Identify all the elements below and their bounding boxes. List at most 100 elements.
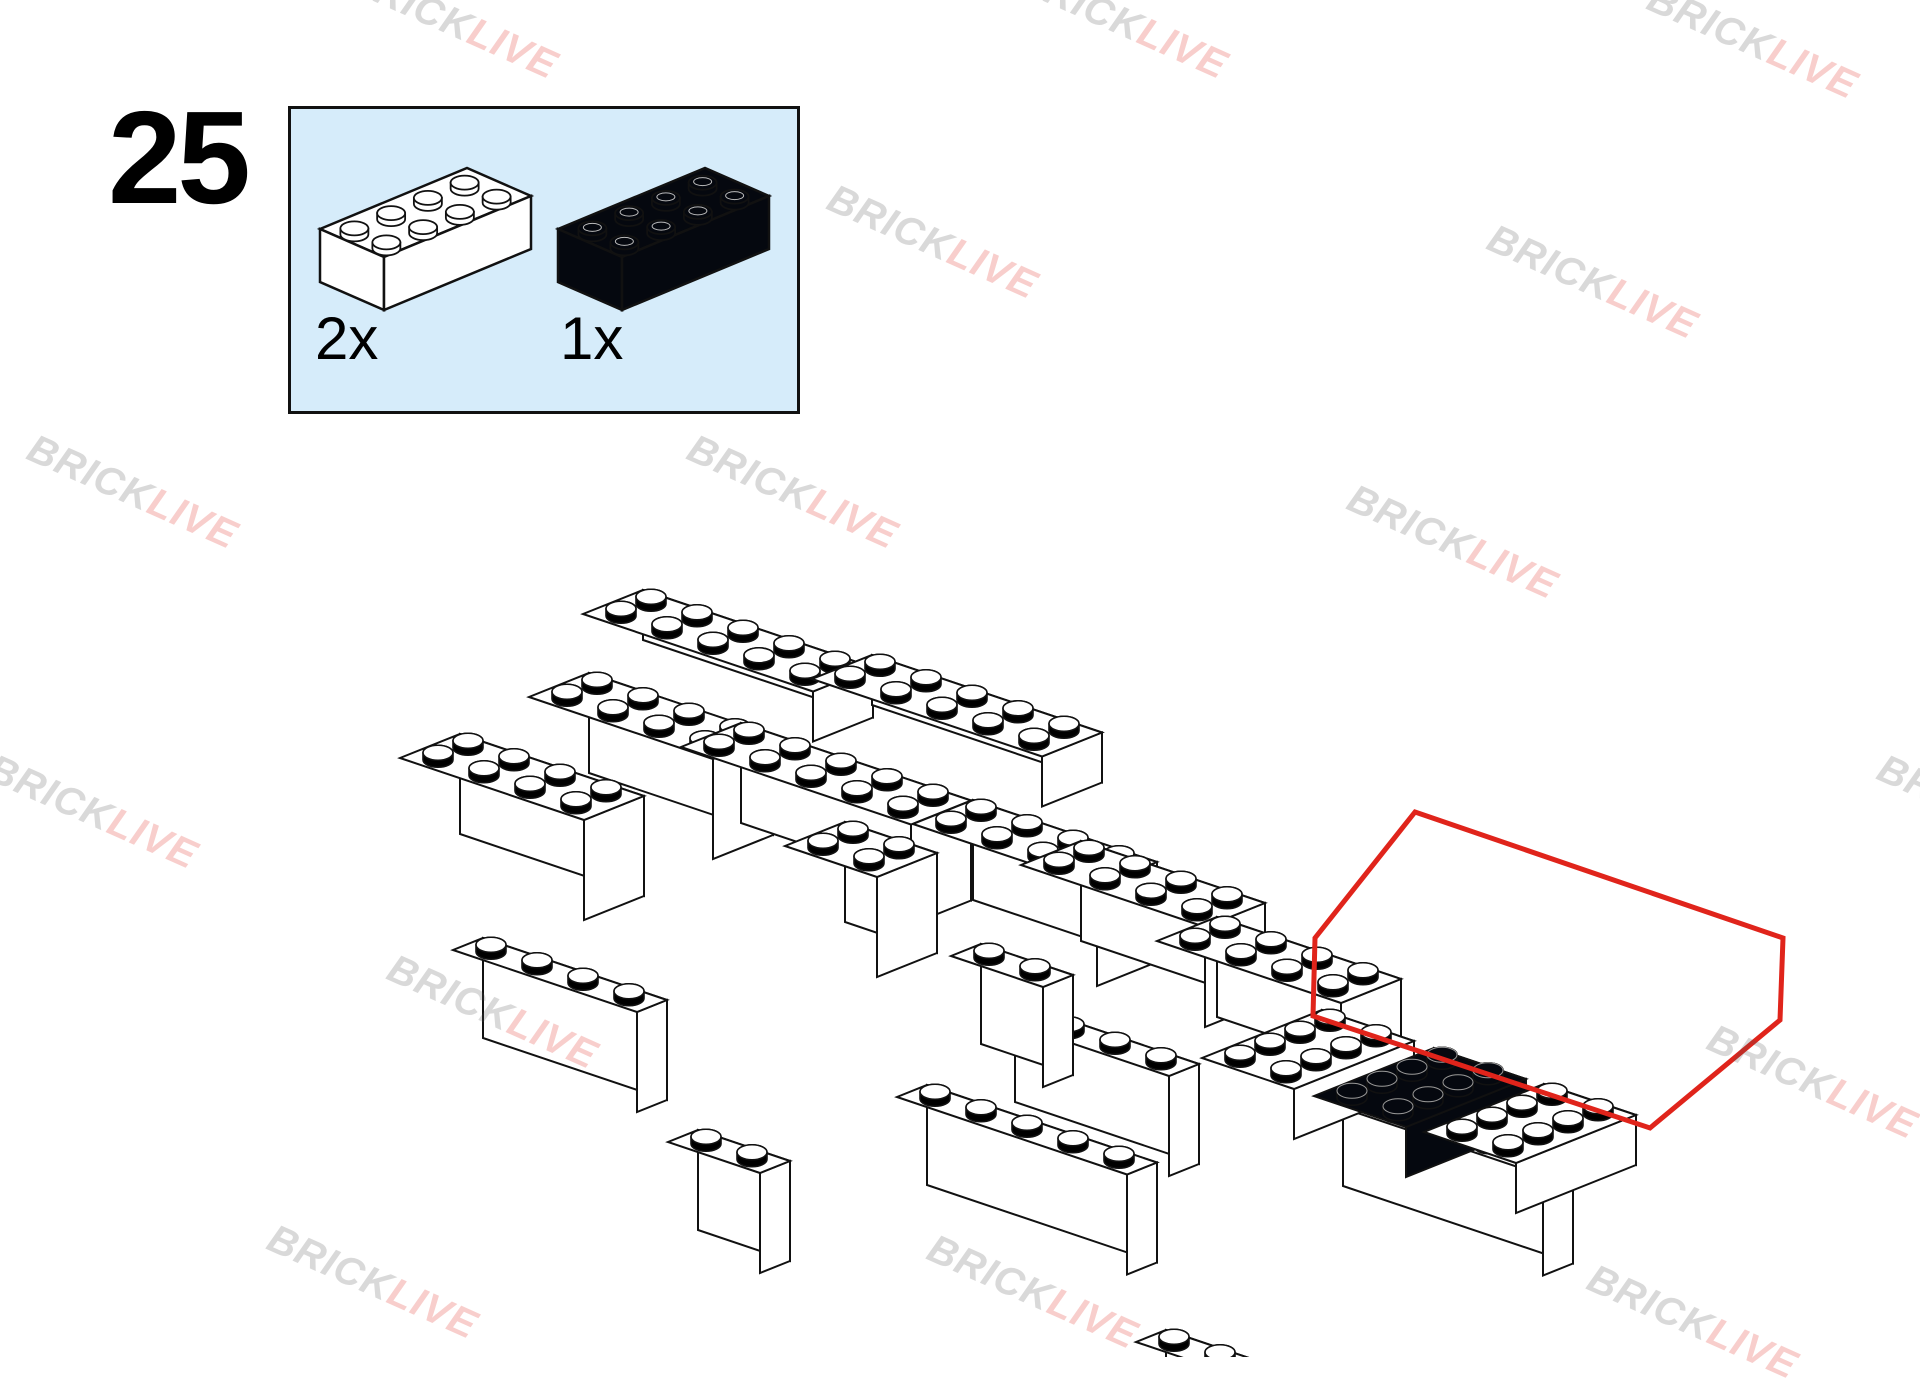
stud bbox=[1002, 699, 1034, 724]
stud bbox=[1271, 958, 1303, 983]
stud bbox=[1011, 1114, 1043, 1139]
stud bbox=[973, 942, 1005, 967]
stud bbox=[736, 1143, 768, 1168]
stud bbox=[577, 220, 608, 243]
stud bbox=[1336, 1082, 1368, 1107]
stud bbox=[1347, 961, 1379, 986]
brick bbox=[580, 588, 876, 743]
stud bbox=[567, 967, 599, 992]
stud bbox=[1204, 1343, 1236, 1357]
stud bbox=[650, 189, 681, 212]
stud bbox=[1412, 1085, 1444, 1110]
stud bbox=[452, 732, 484, 757]
stud bbox=[1254, 1032, 1286, 1057]
stud bbox=[605, 600, 637, 625]
stud bbox=[926, 696, 958, 721]
stud bbox=[919, 1083, 951, 1108]
stud bbox=[864, 653, 896, 678]
stud bbox=[590, 778, 622, 803]
stud bbox=[789, 662, 821, 687]
stud bbox=[673, 702, 705, 727]
new-parts-callout-outline bbox=[1310, 809, 1786, 1131]
stud bbox=[1300, 1047, 1332, 1072]
stud bbox=[795, 764, 827, 789]
stud bbox=[521, 951, 553, 976]
black-2x4-brick-icon bbox=[555, 166, 773, 312]
stud bbox=[825, 752, 857, 777]
stud bbox=[981, 825, 1013, 850]
brick bbox=[894, 1083, 1160, 1276]
stud bbox=[1165, 870, 1197, 895]
stud bbox=[581, 671, 613, 696]
stud bbox=[1018, 727, 1050, 752]
stud bbox=[1446, 1118, 1478, 1143]
stud bbox=[965, 798, 997, 823]
stud bbox=[597, 698, 629, 723]
stud bbox=[687, 174, 718, 197]
stud bbox=[883, 835, 915, 860]
stud bbox=[887, 795, 919, 820]
stud bbox=[1057, 1129, 1089, 1154]
stud bbox=[1255, 930, 1287, 955]
brick bbox=[665, 1128, 793, 1275]
stud bbox=[422, 744, 454, 769]
stud bbox=[614, 205, 645, 227]
stud bbox=[371, 234, 402, 257]
stud bbox=[1522, 1121, 1554, 1146]
stud bbox=[1048, 715, 1080, 740]
stud bbox=[681, 603, 713, 628]
stud bbox=[1158, 1328, 1190, 1353]
stud bbox=[1145, 1046, 1177, 1071]
stud bbox=[956, 684, 988, 709]
stud bbox=[481, 188, 512, 211]
stud bbox=[779, 736, 811, 761]
stud bbox=[1043, 851, 1075, 876]
stud bbox=[651, 615, 683, 640]
model-assembly bbox=[397, 588, 1639, 1357]
stud bbox=[1366, 1070, 1398, 1095]
stud bbox=[910, 668, 942, 693]
stud bbox=[468, 759, 500, 784]
stud bbox=[1119, 854, 1151, 879]
stud bbox=[376, 205, 407, 227]
stud bbox=[646, 219, 677, 241]
stud bbox=[475, 936, 507, 961]
stud bbox=[727, 619, 759, 644]
stud bbox=[965, 1098, 997, 1123]
part-quantity-black: 1x bbox=[560, 305, 624, 372]
brick bbox=[782, 820, 940, 979]
stud bbox=[972, 711, 1004, 736]
stud bbox=[560, 790, 592, 815]
stud bbox=[1011, 813, 1043, 838]
stud bbox=[449, 174, 480, 197]
stud bbox=[498, 747, 530, 772]
stud bbox=[703, 733, 735, 758]
stud bbox=[627, 686, 659, 711]
stud bbox=[871, 767, 903, 792]
brick bbox=[948, 942, 1076, 1089]
stud bbox=[643, 714, 675, 739]
brick bbox=[450, 936, 670, 1114]
stud bbox=[1492, 1133, 1524, 1158]
brick bbox=[1421, 1082, 1639, 1215]
stud bbox=[1179, 927, 1211, 952]
stud bbox=[935, 810, 967, 835]
brick bbox=[809, 653, 1105, 808]
stud bbox=[733, 721, 765, 746]
stud bbox=[1089, 866, 1121, 891]
stud bbox=[444, 203, 475, 226]
step-number: 25 bbox=[108, 84, 251, 231]
part-quantity-white: 2x bbox=[315, 305, 379, 372]
stud bbox=[1181, 897, 1213, 922]
stud bbox=[551, 683, 583, 708]
stud bbox=[749, 748, 781, 773]
stud bbox=[544, 763, 576, 788]
stud bbox=[773, 634, 805, 659]
stud bbox=[719, 188, 750, 211]
stud bbox=[613, 982, 645, 1007]
brick bbox=[397, 732, 647, 922]
stud bbox=[837, 820, 869, 845]
stud bbox=[807, 832, 839, 857]
stud bbox=[514, 775, 546, 800]
stud bbox=[1225, 942, 1257, 967]
